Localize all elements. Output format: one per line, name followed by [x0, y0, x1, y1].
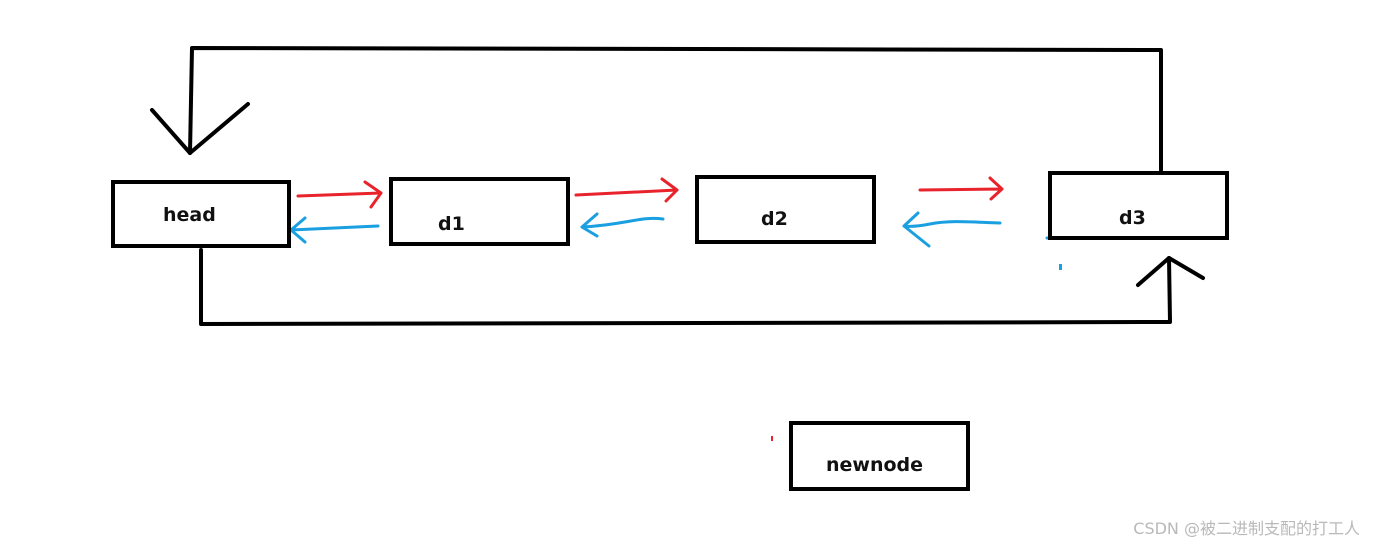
node-d2: d2	[695, 175, 876, 244]
next-arrow-d1-d2	[574, 177, 679, 203]
loop-d3-to-head	[150, 46, 1163, 172]
next-arrow-d2-d3	[918, 176, 1004, 201]
node-head: head	[111, 180, 291, 248]
loop-top-line	[188, 46, 1163, 172]
loop-bottom-line	[199, 248, 1172, 326]
node-newnode: newnode	[789, 421, 970, 491]
node-d2-label: d2	[761, 208, 788, 230]
node-newnode-label: newnode	[826, 454, 924, 476]
prev-arrow-d3-d2	[902, 211, 1002, 248]
prev-arrow-d1-head	[289, 216, 380, 244]
loop-top-arrowhead	[150, 102, 250, 155]
node-d3-label: d3	[1119, 207, 1146, 229]
prev-arrow-d2-d1	[580, 212, 665, 238]
stray-blue-mark	[1059, 264, 1062, 270]
next-arrows	[296, 176, 1004, 209]
next-arrow-head-d1	[296, 180, 383, 209]
loop-bottom-arrowhead	[1136, 256, 1205, 287]
node-d1: d1	[389, 177, 570, 246]
watermark-text: CSDN @被二进制支配的打工人	[1133, 519, 1360, 538]
node-head-label: head	[163, 204, 216, 226]
loop-head-to-d3	[199, 248, 1205, 326]
stray-red-mark	[771, 436, 773, 441]
node-d1-label: d1	[438, 213, 465, 235]
node-d3: d3	[1048, 171, 1229, 240]
